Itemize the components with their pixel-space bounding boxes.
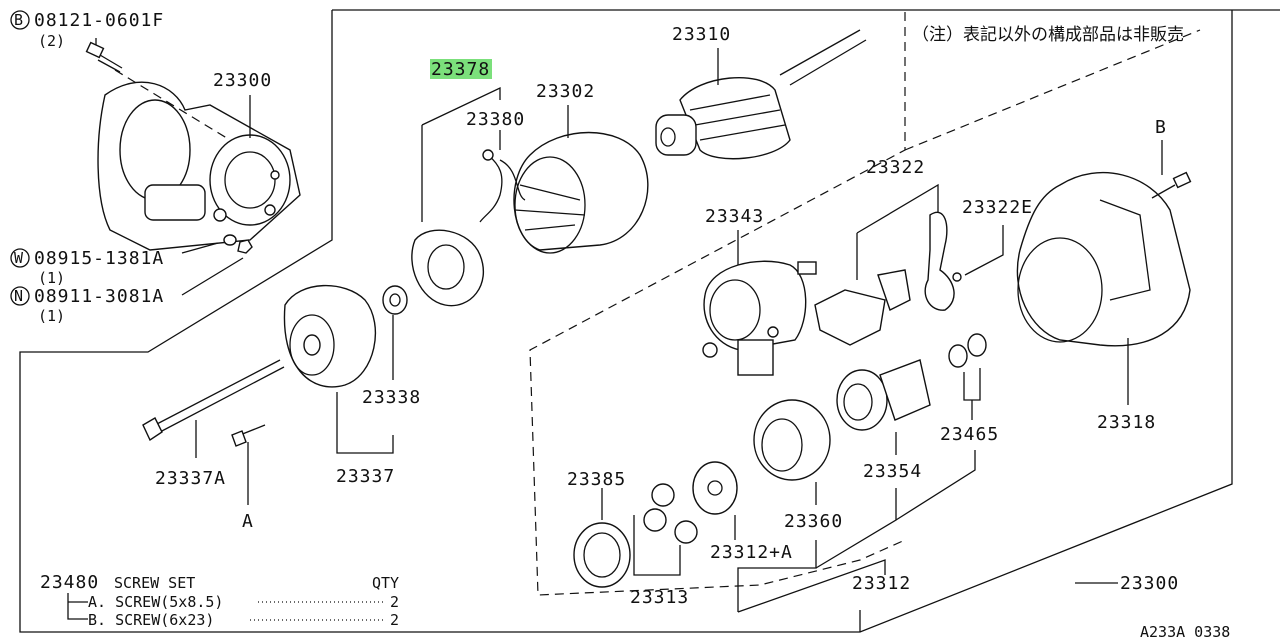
label-23385[interactable]: 23385 — [567, 469, 626, 490]
fastener-2-circle: N — [14, 287, 23, 305]
fastener-1-circle: W — [14, 249, 24, 267]
bolt-b-top[interactable] — [85, 41, 123, 73]
label-23313[interactable]: 23313 — [630, 587, 689, 608]
through-bolt[interactable] — [142, 359, 285, 442]
callout-b[interactable]: B — [1155, 117, 1167, 138]
label-23343[interactable]: 23343 — [705, 206, 764, 227]
screw-row-0-qty: 2 — [390, 593, 399, 611]
fastener-1-number[interactable]: 08915-1381A — [34, 248, 164, 269]
solenoid-switch[interactable] — [702, 260, 817, 376]
armature[interactable] — [655, 29, 867, 160]
yoke[interactable] — [513, 131, 649, 254]
label-23318[interactable]: 23318 — [1097, 412, 1156, 433]
label-23380[interactable]: 23380 — [466, 109, 525, 130]
fastener-list: B 08121-0601F (2) W 08915-1381A (1) N 08… — [10, 10, 164, 325]
dust-seal[interactable] — [573, 522, 631, 588]
label-23338[interactable]: 23338 — [362, 387, 421, 408]
highlight-23378 — [430, 59, 492, 79]
front-housing[interactable] — [1016, 171, 1191, 347]
leader-lines — [95, 38, 1163, 613]
label-23337A[interactable]: 23337A — [155, 468, 226, 489]
washer-w[interactable] — [223, 234, 237, 246]
fastener-0-number[interactable]: 08121-0601F — [34, 10, 164, 31]
rear-cover[interactable] — [283, 284, 377, 388]
internal-gear[interactable] — [753, 399, 831, 481]
label-23322[interactable]: 23322 — [866, 157, 925, 178]
fastener-0-qty: (2) — [38, 32, 65, 50]
starter-assembly-illustration[interactable] — [97, 69, 301, 251]
assembly-envelope — [529, 12, 1201, 596]
label-23310[interactable]: 23310 — [672, 24, 731, 45]
label-23378[interactable]: 23378 — [431, 59, 490, 80]
bushing[interactable] — [382, 285, 408, 315]
callout-a[interactable]: A — [242, 511, 254, 532]
screw-set-table: 23480 SCREW SET QTY A. SCREW(5x8.5) 2 B.… — [40, 572, 399, 629]
planetary-gears[interactable] — [643, 483, 698, 544]
label-23322E[interactable]: 23322E — [962, 197, 1033, 218]
screw-set-number[interactable]: 23480 — [40, 572, 99, 593]
diagram-frame — [19, 9, 1280, 633]
label-23300-bottom[interactable]: 23300 — [1120, 573, 1179, 594]
screw-set-title: SCREW SET — [114, 574, 195, 592]
part-labels: 23300 23378 23380 23302 23310 23322 2332… — [155, 24, 1179, 608]
not-sold-note: （注）表記以外の構成部品は非販売 — [912, 25, 1184, 45]
label-23300-top[interactable]: 23300 — [213, 70, 272, 91]
label-23337[interactable]: 23337 — [336, 466, 395, 487]
shift-lever[interactable] — [924, 211, 962, 311]
screw-set-qty-header: QTY — [372, 574, 399, 592]
clutch-assembly[interactable] — [836, 359, 931, 431]
screw-row-0-label: A. SCREW(5x8.5) — [88, 593, 223, 611]
label-23312[interactable]: 23312 — [852, 573, 911, 594]
fastener-0-circle: B — [14, 11, 23, 29]
gear-shaft-plate[interactable] — [692, 461, 738, 515]
screw-a[interactable] — [231, 424, 266, 447]
brush-leads[interactable] — [479, 149, 526, 223]
diagram-code: A233A 0338 — [1140, 623, 1230, 640]
label-23312A[interactable]: 23312+A — [710, 542, 793, 563]
label-23465[interactable]: 23465 — [940, 424, 999, 445]
shift-lever-parts[interactable] — [814, 269, 911, 346]
brush-holder-plate[interactable] — [411, 229, 485, 307]
label-23354[interactable]: 23354 — [863, 461, 922, 482]
fastener-2-qty: (1) — [38, 307, 65, 325]
bolt-b-housing[interactable] — [1151, 171, 1192, 199]
fastener-1-qty: (1) — [38, 269, 65, 287]
label-23302[interactable]: 23302 — [536, 81, 595, 102]
stop-ring[interactable] — [948, 333, 987, 368]
nut-n[interactable] — [237, 239, 253, 254]
label-23360[interactable]: 23360 — [784, 511, 843, 532]
screw-row-1-qty: 2 — [390, 611, 399, 629]
fastener-2-number[interactable]: 08911-3081A — [34, 286, 164, 307]
screw-row-1-label: B. SCREW(6x23) — [88, 611, 214, 629]
